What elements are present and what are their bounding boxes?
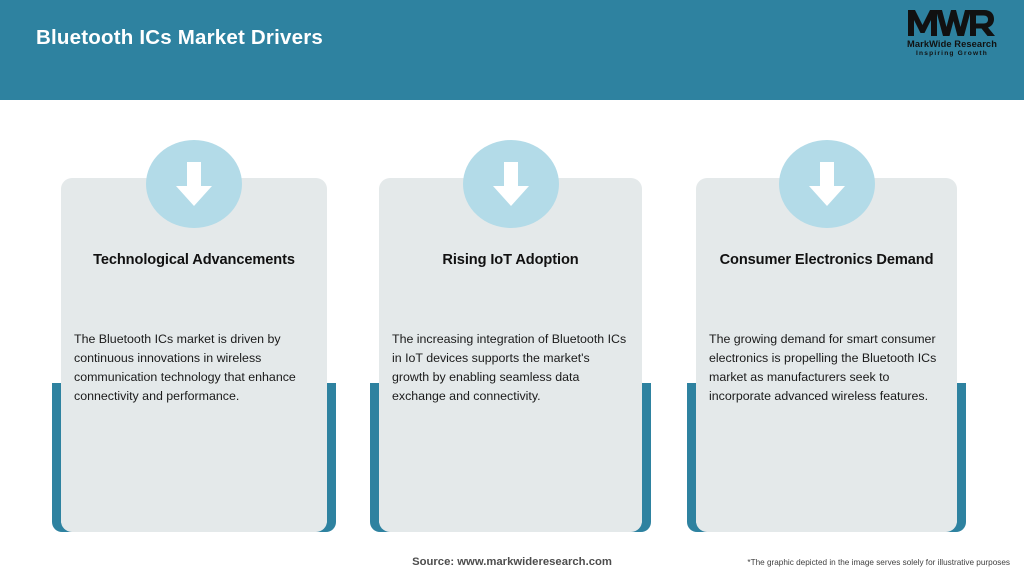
card-panel bbox=[61, 178, 327, 532]
card-description: The increasing integration of Bluetooth … bbox=[392, 332, 627, 404]
page-title: Bluetooth ICs Market Drivers bbox=[36, 26, 323, 49]
card-description: The Bluetooth ICs market is driven by co… bbox=[74, 332, 296, 404]
card-title: Consumer Electronics Demand bbox=[719, 252, 934, 268]
mwr-logo-icon bbox=[896, 8, 1008, 38]
disclaimer-note: *The graphic depicted in the image serve… bbox=[747, 558, 1010, 567]
card-panel bbox=[696, 178, 957, 532]
logo-company-name: MarkWide Research bbox=[907, 39, 997, 49]
card-panel bbox=[379, 178, 642, 532]
card-title: Rising IoT Adoption bbox=[442, 252, 579, 268]
brand-logo: MarkWide Research Inspiring Growth bbox=[896, 8, 1008, 64]
logo-tagline: Inspiring Growth bbox=[916, 50, 988, 57]
down-arrow-icon bbox=[462, 140, 559, 228]
card-title: Technological Advancements bbox=[93, 252, 295, 268]
header-bar: Bluetooth ICs Market Drivers MarkWide Re… bbox=[0, 0, 1024, 100]
source-label: Source: www.markwideresearch.com bbox=[412, 556, 612, 568]
down-arrow-icon bbox=[146, 140, 242, 228]
card-description: The growing demand for smart consumer el… bbox=[709, 332, 937, 404]
down-arrow-icon bbox=[778, 140, 875, 228]
